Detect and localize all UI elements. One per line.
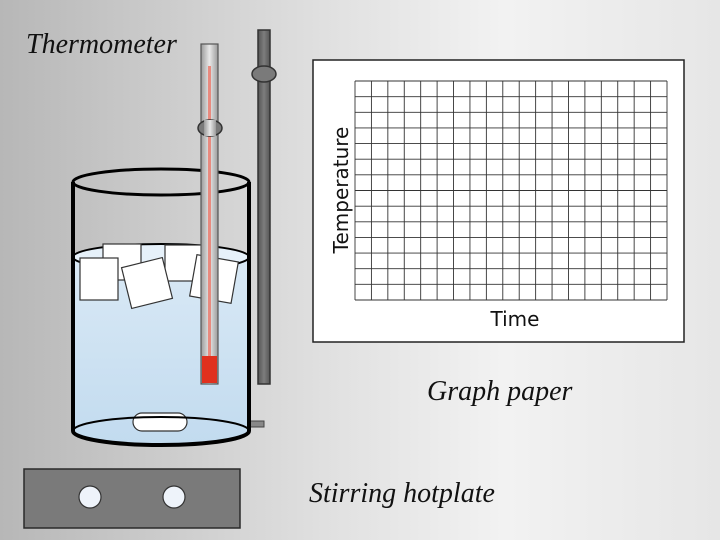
hotplate-knob — [162, 485, 186, 509]
thermometer-bulb — [202, 356, 217, 383]
hotplate — [23, 468, 241, 529]
ice-cube — [79, 257, 119, 301]
thermometer — [197, 43, 223, 385]
stand-rod-bar — [257, 29, 271, 385]
hotplate-knob — [78, 485, 102, 509]
beaker-bottom-back — [72, 416, 250, 432]
thermometer-label: Thermometer — [26, 29, 177, 60]
stir-bar — [132, 412, 188, 432]
stand-clamp — [251, 65, 277, 83]
thermometer-clamp-core — [204, 120, 216, 136]
hotplate-body — [23, 468, 241, 529]
graph-paper: Temperature Time — [312, 59, 685, 343]
beaker — [71, 167, 251, 447]
beaker-rim — [71, 167, 251, 197]
hotplate-label: Stirring hotplate — [309, 478, 495, 509]
graph-ylabel: Temperature — [329, 127, 353, 255]
graph-paper-label: Graph paper — [427, 376, 573, 407]
graph-xlabel: Time — [490, 307, 540, 331]
graph-grid — [354, 80, 668, 301]
thermometer-column — [208, 66, 211, 362]
stand-rod — [247, 29, 277, 428]
ice-cube — [120, 256, 174, 310]
beaker-bottom — [71, 430, 251, 447]
graph-paper-sheet — [312, 59, 685, 343]
